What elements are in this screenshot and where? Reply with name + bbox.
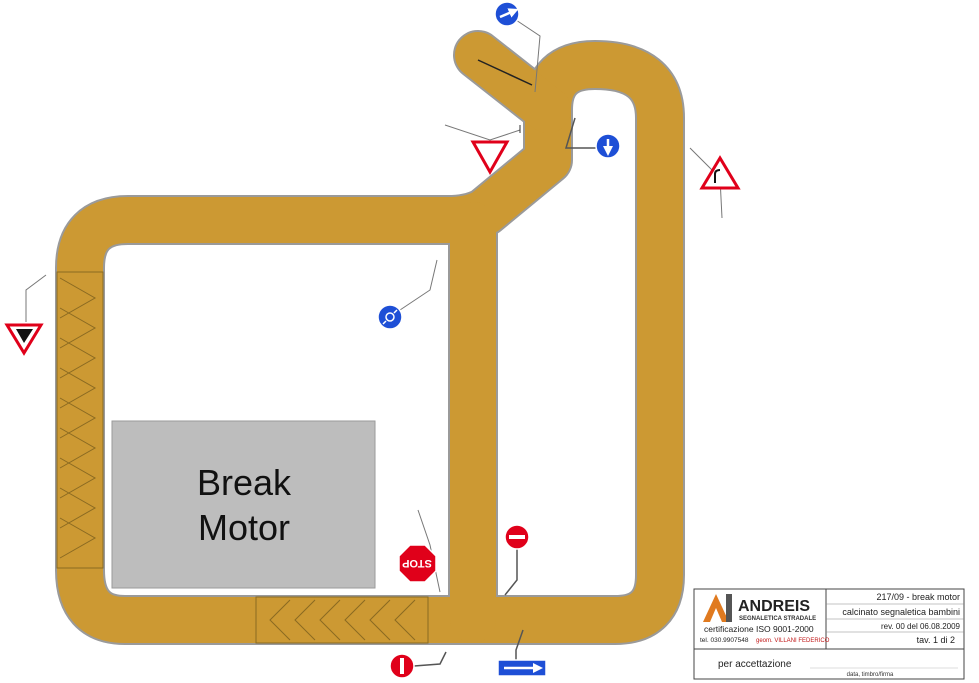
chevron-zone-left [56,271,104,569]
project-description: calcinato segnaletica bambini [842,607,960,617]
roundabout-sign-icon [377,259,438,330]
spur-marking [477,59,533,86]
date-stamp-label: data, timbro/firma [847,672,894,678]
yield-sign-icon [444,124,521,176]
revision: rev. 00 del 06.08.2009 [881,622,961,631]
yield-ahead-sign-icon [4,274,47,356]
no-entry-sign-icon [504,524,530,596]
building-label-line1: Break [197,462,292,503]
brand-sub: SEGNALETICA STRADALE [739,616,816,622]
chevron-zone-bottom [255,596,429,644]
andreis-logo-icon [703,594,732,622]
stop-sign-label: STOP [402,557,432,569]
title-block: ANDREIS SEGNALETICA STRADALE certificazi… [693,588,965,680]
no-entry-sign-bottom-icon [389,651,447,679]
approval-label: per accettazione [718,659,792,670]
project-code: 217/09 - break motor [876,592,960,602]
certification: certificazione ISO 9001-2000 [704,624,814,634]
track [55,30,685,645]
author: geom. VILLANI FEDERICO [756,638,830,644]
contact: tel. 030.9907548 [700,637,749,644]
track-surface [57,32,683,643]
direction-arrow-sign-icon [497,629,547,677]
stop-sign-icon: STOP [398,509,441,593]
sheet-number: tav. 1 di 2 [917,635,955,645]
building-label-line2: Motor [198,507,290,548]
building: Break Motor [111,420,376,589]
arrow-right-sign-icon [494,1,541,93]
arrow-down-sign-icon [564,117,621,159]
curve-right-warning-icon [689,147,741,219]
brand-name: ANDREIS [738,598,810,615]
